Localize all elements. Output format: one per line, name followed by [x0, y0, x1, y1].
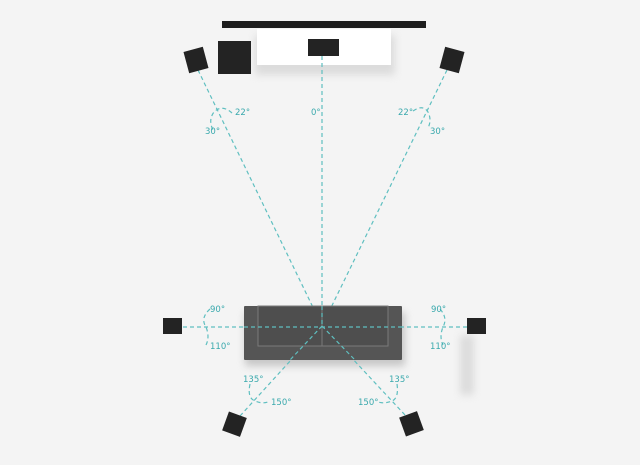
rear-left-arc	[248, 383, 269, 404]
angle-label-front-right-inner: 22°	[398, 108, 413, 118]
tv	[222, 21, 426, 28]
front-right-speaker	[439, 46, 465, 74]
front-left-guide	[197, 69, 323, 327]
rear-left-speaker	[222, 411, 247, 437]
front-right-guide	[321, 69, 448, 327]
angle-label-front-right-outer: 30°	[430, 127, 445, 137]
angle-label-front-left-inner: 22°	[235, 108, 250, 118]
rear-right-speaker	[399, 411, 424, 437]
rear-right-arc	[377, 383, 399, 404]
angle-label-rear-right-outer: 150°	[358, 398, 378, 408]
subwoofer	[218, 41, 251, 74]
angle-label-rear-left-inner: 135°	[243, 375, 263, 385]
angle-label-rear-right-inner: 135°	[389, 375, 409, 385]
angle-label-center: 0°	[311, 108, 321, 118]
angle-label-side-right-bottom: 110°	[430, 342, 450, 352]
front-left-speaker	[183, 46, 209, 74]
center-speaker	[308, 39, 339, 56]
angle-label-side-right-top: 90°	[431, 305, 446, 315]
angle-label-side-left-bottom: 110°	[210, 342, 230, 352]
angle-label-side-left-top: 90°	[210, 305, 225, 315]
sofa	[244, 305, 402, 361]
angle-label-front-left-outer: 30°	[205, 127, 220, 137]
side-left-speaker	[163, 318, 182, 334]
front-right-arc	[412, 107, 431, 129]
side-right-speaker	[467, 318, 486, 334]
angle-label-rear-left-outer: 150°	[271, 398, 291, 408]
